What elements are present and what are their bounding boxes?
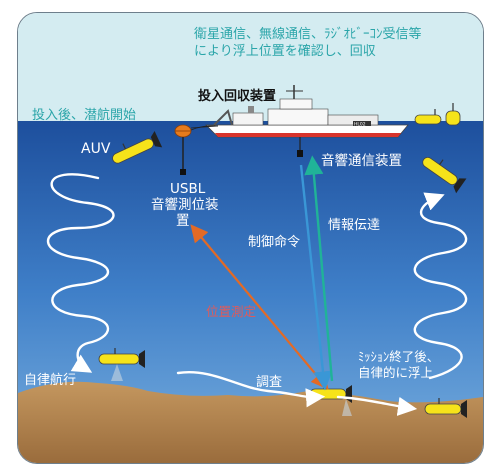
- acoustic-comm-label: 音響通信装置: [321, 153, 402, 169]
- positioning-label: 位置測定: [206, 304, 257, 319]
- usbl-label-line3: 置: [176, 213, 190, 229]
- usbl-label-line1: USBL: [170, 181, 206, 197]
- ship-id: HL02: [354, 122, 366, 128]
- auv-autonomous: [98, 348, 145, 381]
- launch-recovery-label: 投入回収装置: [198, 89, 277, 104]
- control-command-arrow: [299, 164, 333, 391]
- info-transfer-arrow: [304, 155, 334, 382]
- ship: HL02: [205, 85, 409, 138]
- auv-mission-end: [424, 398, 467, 418]
- sky: [18, 13, 483, 123]
- usbl-label-line2: 音響測位装: [151, 197, 219, 213]
- positioning-arrow: [190, 224, 329, 390]
- surfaced-auv: [414, 103, 461, 126]
- auv-label: AUV: [81, 141, 111, 157]
- dive-start-label: 投入後、潜航開始: [32, 108, 137, 123]
- survey-label: 調査: [256, 375, 283, 390]
- ascent-spiral-arrow: [413, 192, 468, 380]
- mission-end-line1: ﾐｯｼｮﾝ終了後、: [358, 349, 440, 364]
- auv-diving: [112, 131, 163, 164]
- control-command-label: 制御命令: [248, 235, 301, 250]
- satellite-note-line2: により浮上位置を確認し、回収: [194, 44, 376, 59]
- descent-spiral-arrow: [47, 173, 115, 373]
- acoustic-transducer: [297, 137, 303, 157]
- auv-ascending: [422, 156, 467, 194]
- satellite-note-line1: 衛星通信、無線通信、ﾗｼﾞｵﾋﾞｰｺﾝ受信等: [194, 27, 422, 42]
- auv-operation-diagram: HL02: [18, 13, 483, 463]
- autonomous-nav-label: 自律航行: [24, 373, 77, 388]
- seabed: [18, 381, 483, 463]
- tow-cable: [190, 125, 219, 129]
- diagram-frame: HL02: [17, 12, 484, 464]
- info-transfer-label: 情報伝達: [328, 218, 381, 233]
- return-path-arrow: [336, 395, 418, 416]
- mission-end-line2: 自律的に浮上: [358, 365, 434, 380]
